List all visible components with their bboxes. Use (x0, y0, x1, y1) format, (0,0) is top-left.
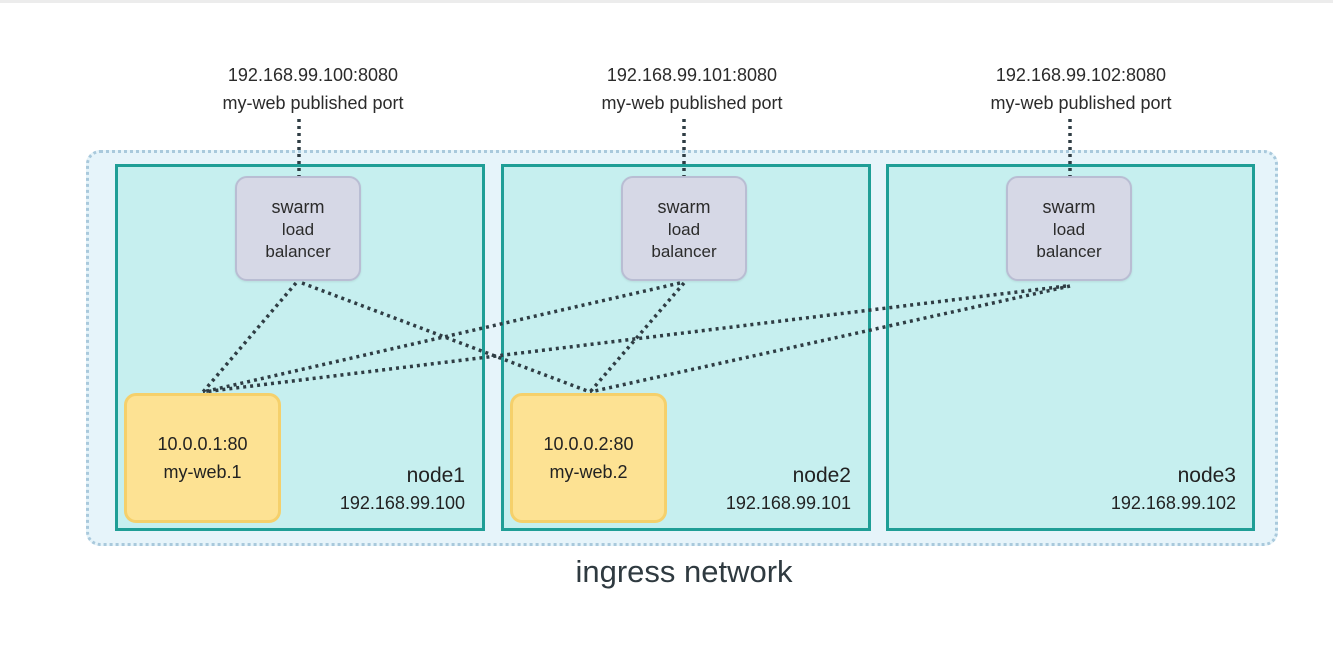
port-address: 192.168.99.101:8080 (606, 65, 778, 85)
published-port-label-1: 192.168.99.100:8080 my-web published por… (163, 61, 463, 117)
lb-line1: swarm (1042, 196, 1096, 217)
port-address: 192.168.99.102:8080 (995, 65, 1167, 85)
swarm-load-balancer-3: swarm load balancer (1006, 176, 1132, 281)
lb3-to-task1-line (202, 284, 1067, 394)
lb3-to-task2-line (589, 284, 1071, 394)
task-my-web-1: 10.0.0.1:80 my-web.1 (124, 393, 281, 523)
task-name: my-web.1 (163, 462, 242, 482)
swarm-load-balancer-1: swarm load balancer (235, 176, 361, 281)
task-address: 10.0.0.2:80 (543, 434, 634, 454)
port-description: my-web published port (601, 93, 783, 113)
top-divider (0, 0, 1333, 3)
task-my-web-2: 10.0.0.2:80 my-web.2 (510, 393, 667, 523)
lb-line2: load (281, 219, 315, 239)
lb-line3: balancer (1036, 241, 1102, 261)
lb-line2: load (667, 219, 701, 239)
lb-line1: swarm (271, 196, 325, 217)
swarm-load-balancer-2: swarm load balancer (621, 176, 747, 281)
task-address: 10.0.0.1:80 (157, 434, 248, 454)
port-description: my-web published port (990, 93, 1172, 113)
node-ip: 192.168.99.101 (725, 493, 851, 513)
node1-label: node1 192.168.99.100 (265, 462, 465, 516)
port-address: 192.168.99.100:8080 (227, 65, 399, 85)
lb-line3: balancer (265, 241, 331, 261)
lb-line2: load (1052, 219, 1086, 239)
task-name: my-web.2 (549, 462, 628, 482)
lb1-to-task2-line (301, 281, 591, 394)
published-port-label-2: 192.168.99.101:8080 my-web published por… (542, 61, 842, 117)
port-description: my-web published port (222, 93, 404, 113)
node-name: node1 (406, 464, 465, 487)
node-ip: 192.168.99.102 (1110, 493, 1236, 513)
node-ip: 192.168.99.100 (339, 493, 465, 513)
lb-line3: balancer (651, 241, 717, 261)
lb2-to-task1-line (202, 281, 681, 394)
node3-label: node3 192.168.99.102 (1036, 462, 1236, 516)
ingress-network-label: ingress network (575, 554, 793, 589)
node-name: node2 (792, 464, 851, 487)
node-name: node3 (1177, 464, 1236, 487)
lb2-to-task2-line (588, 281, 686, 394)
lb1-to-task1-line (201, 281, 298, 394)
published-port-label-3: 192.168.99.102:8080 my-web published por… (931, 61, 1231, 117)
lb-line1: swarm (657, 196, 711, 217)
node2-label: node2 192.168.99.101 (651, 462, 851, 516)
